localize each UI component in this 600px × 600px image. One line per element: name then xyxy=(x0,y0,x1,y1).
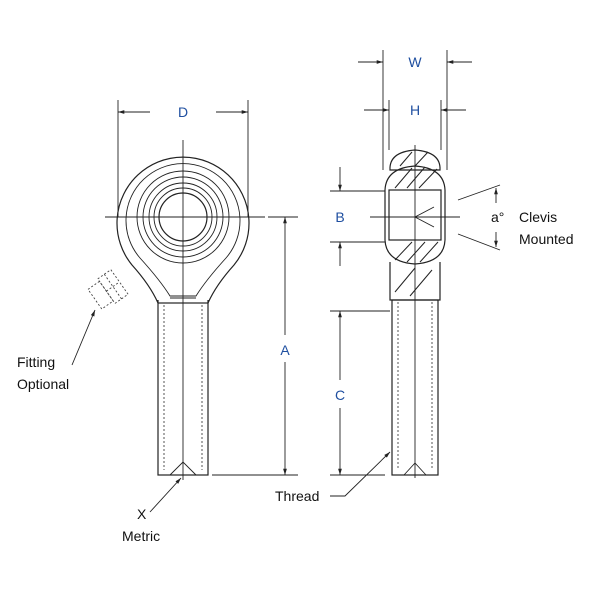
x-label: X xyxy=(137,506,147,522)
optional-label: Optional xyxy=(17,376,69,392)
ball-outline xyxy=(384,165,446,265)
x-leader xyxy=(149,477,182,513)
thread-leader xyxy=(330,451,391,497)
mounted-label: Mounted xyxy=(519,231,573,247)
thread-label: Thread xyxy=(275,488,319,504)
angle-vertex xyxy=(414,206,435,228)
fitting-label: Fitting xyxy=(17,354,55,370)
hatching xyxy=(394,151,439,297)
angle-label: a° xyxy=(491,209,504,225)
metric-label: Metric xyxy=(122,528,160,544)
clevis-label: Clevis xyxy=(519,209,557,225)
angle-line-bottom xyxy=(457,233,501,251)
dimension-b: B xyxy=(335,209,344,225)
angle-line-top xyxy=(457,184,501,201)
front-view: D A Fitting Optional X Metric xyxy=(17,100,298,544)
dimension-c: C xyxy=(335,387,345,403)
dimension-a: A xyxy=(280,342,290,358)
eye-inner-outline xyxy=(125,163,241,297)
dimension-w: W xyxy=(408,54,422,70)
dimension-h: H xyxy=(410,102,420,118)
grease-fitting-icon xyxy=(87,269,129,310)
fitting-leader xyxy=(71,309,96,366)
side-view: W H B a° Clevis Mounted C Thread xyxy=(275,50,573,504)
dimension-d: D xyxy=(178,104,188,120)
